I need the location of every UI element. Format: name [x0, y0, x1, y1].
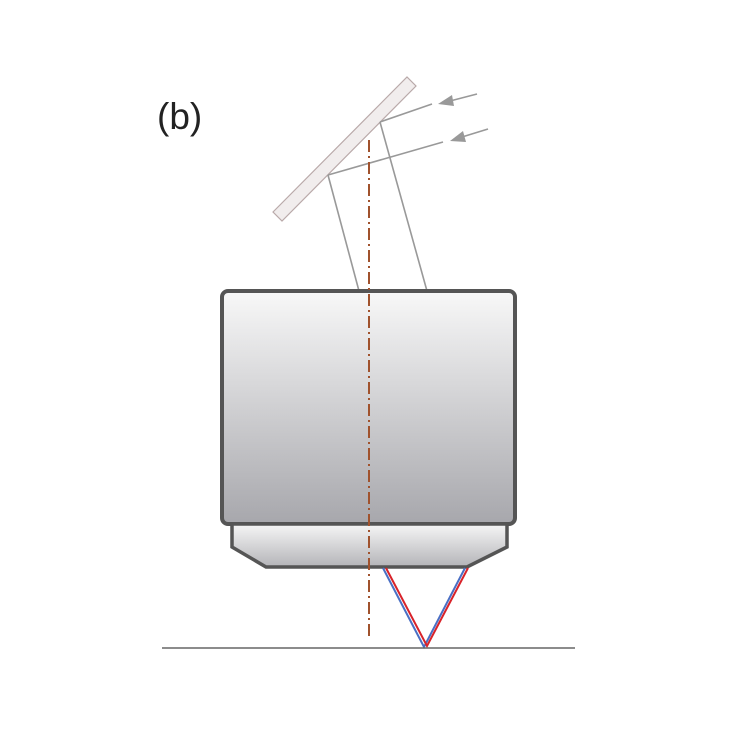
beam-upper-in	[379, 103, 433, 123]
focus-cone-blue	[382, 567, 466, 650]
mirror	[272, 76, 417, 222]
beam-right-down	[379, 121, 428, 292]
arrow-lower-head	[450, 131, 466, 142]
panel-label: (b)	[157, 96, 203, 137]
focus-cone-red	[385, 567, 469, 649]
arrow-lower-shaft	[461, 128, 489, 138]
beam-left-down	[327, 174, 360, 292]
beam-lower-in	[327, 141, 444, 176]
arrow-upper-head	[438, 95, 454, 106]
arrow-upper-shaft	[449, 93, 478, 102]
